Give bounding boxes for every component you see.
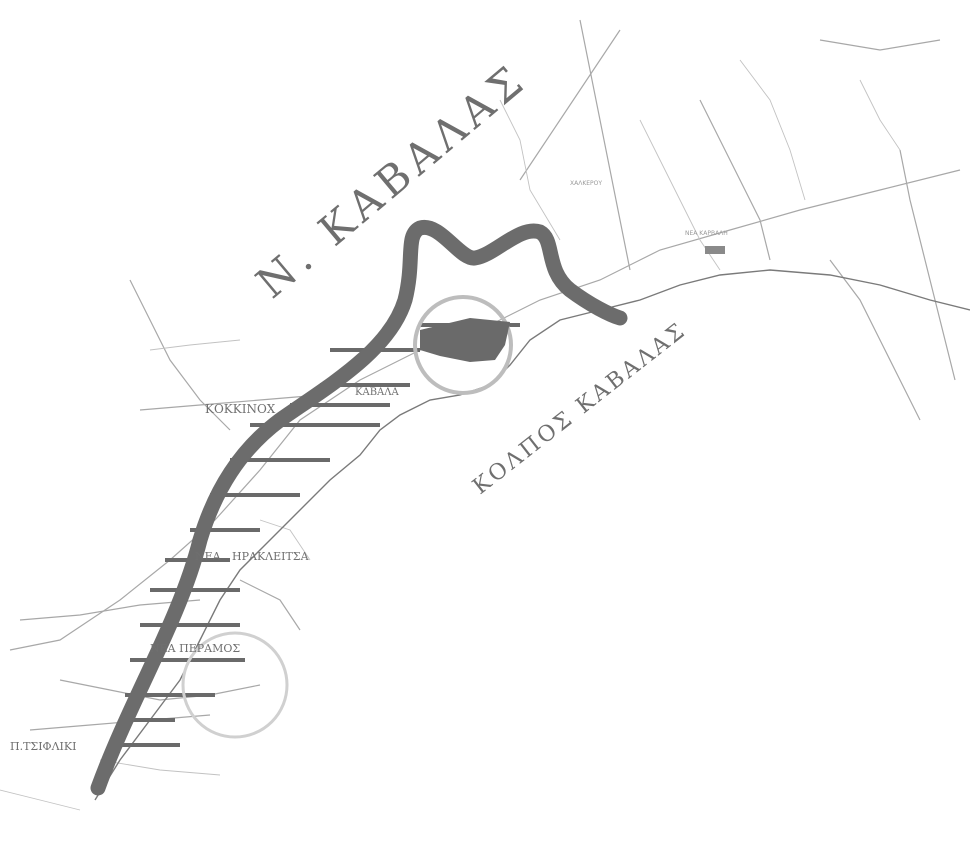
label-palaio-tsifliki: Π.ΤΣΙΦΛΙΚΙ [10,740,76,753]
road-network [0,19,961,811]
main-route [90,220,628,796]
label-chalkero: ΧΑΛΚΕΡΟΥ [570,180,602,187]
nea-karvali-block [705,246,725,254]
kavala-city-block [420,318,510,362]
label-kavala: ΚΑΒΑΛΑ [355,387,399,398]
circled-areas [181,295,513,739]
prefecture-label: Ν. ΚΑΒΑΛΑΣ [247,54,536,308]
label-nea-irakleitsa: ΗΡΑΚΛΕΙΤΣΑ [232,550,310,563]
label-nea-irakleitsa-prefix: ΝΕΑ [195,550,222,563]
label-nea-karvali: ΝΕΑ ΚΑΡΒΑΛΗ [685,230,728,237]
coastline [94,269,970,801]
label-kokkinochori: ΚΟΚΚΙΝΟΧ [205,402,276,416]
circle-nea-peramos [181,631,289,739]
circle-kavala-port [413,295,513,395]
label-nea-peramos: ΝΕΑ ΠΕΡΑΜΟΣ [150,642,240,655]
